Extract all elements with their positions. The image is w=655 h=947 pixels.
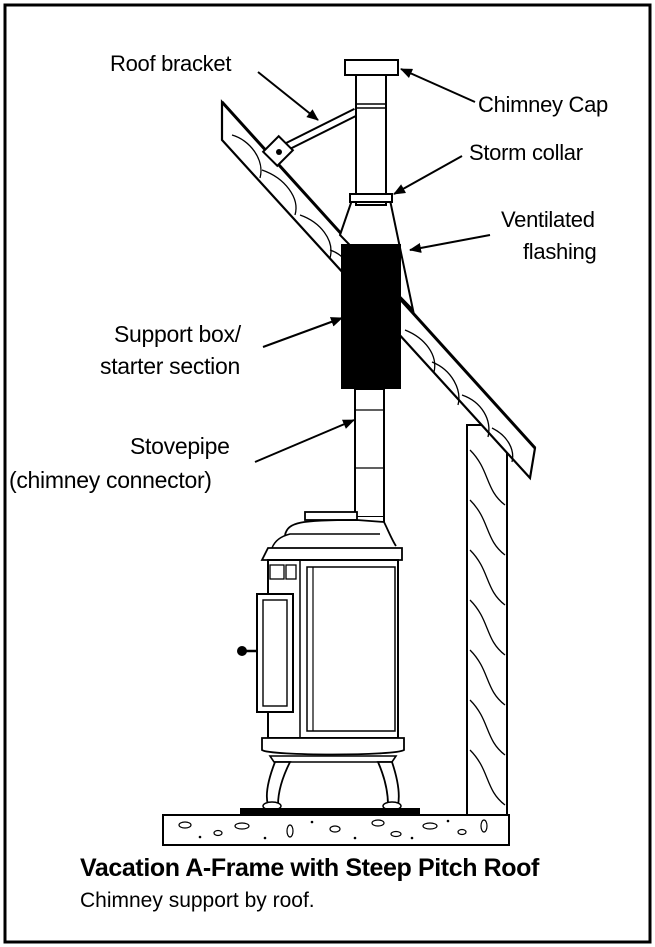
page-border (3, 3, 652, 944)
support-box-leader (262, 317, 343, 348)
label-support-box-2: starter section (100, 353, 240, 379)
label-storm-collar: Storm collar (469, 140, 583, 165)
label-chimney-cap: Chimney Cap (478, 92, 608, 117)
label-stovepipe-1: Stovepipe (130, 433, 230, 459)
leader-lines (254, 68, 491, 463)
support-box (341, 244, 401, 389)
label-ventilated-flashing-1: Ventilated (501, 207, 595, 232)
roof-bracket-leader (257, 71, 319, 121)
caption-title: Vacation A-Frame with Steep Pitch Roof (80, 854, 539, 882)
chimney-pipe (355, 74, 387, 206)
floor-slab (162, 814, 510, 846)
hearth-pad (240, 808, 420, 815)
label-support-box-1: Support box/ (114, 321, 241, 347)
stovepipe (354, 388, 385, 540)
stovepipe-leader (254, 419, 355, 463)
ventilated-flashing-leader (409, 234, 491, 253)
label-ventilated-flashing-2: flashing (523, 239, 597, 264)
storm-collar (349, 193, 393, 203)
wall (466, 424, 508, 816)
wood-stove (237, 511, 405, 811)
chimney-cap-leader (400, 68, 476, 103)
label-stovepipe-2: (chimney connector) (9, 467, 212, 493)
caption-subtitle: Chimney support by roof. (80, 889, 315, 912)
label-roof-bracket: Roof bracket (110, 51, 232, 76)
chimney-cap (344, 59, 399, 76)
roof-bracket (261, 107, 359, 168)
storm-collar-leader (393, 155, 463, 195)
